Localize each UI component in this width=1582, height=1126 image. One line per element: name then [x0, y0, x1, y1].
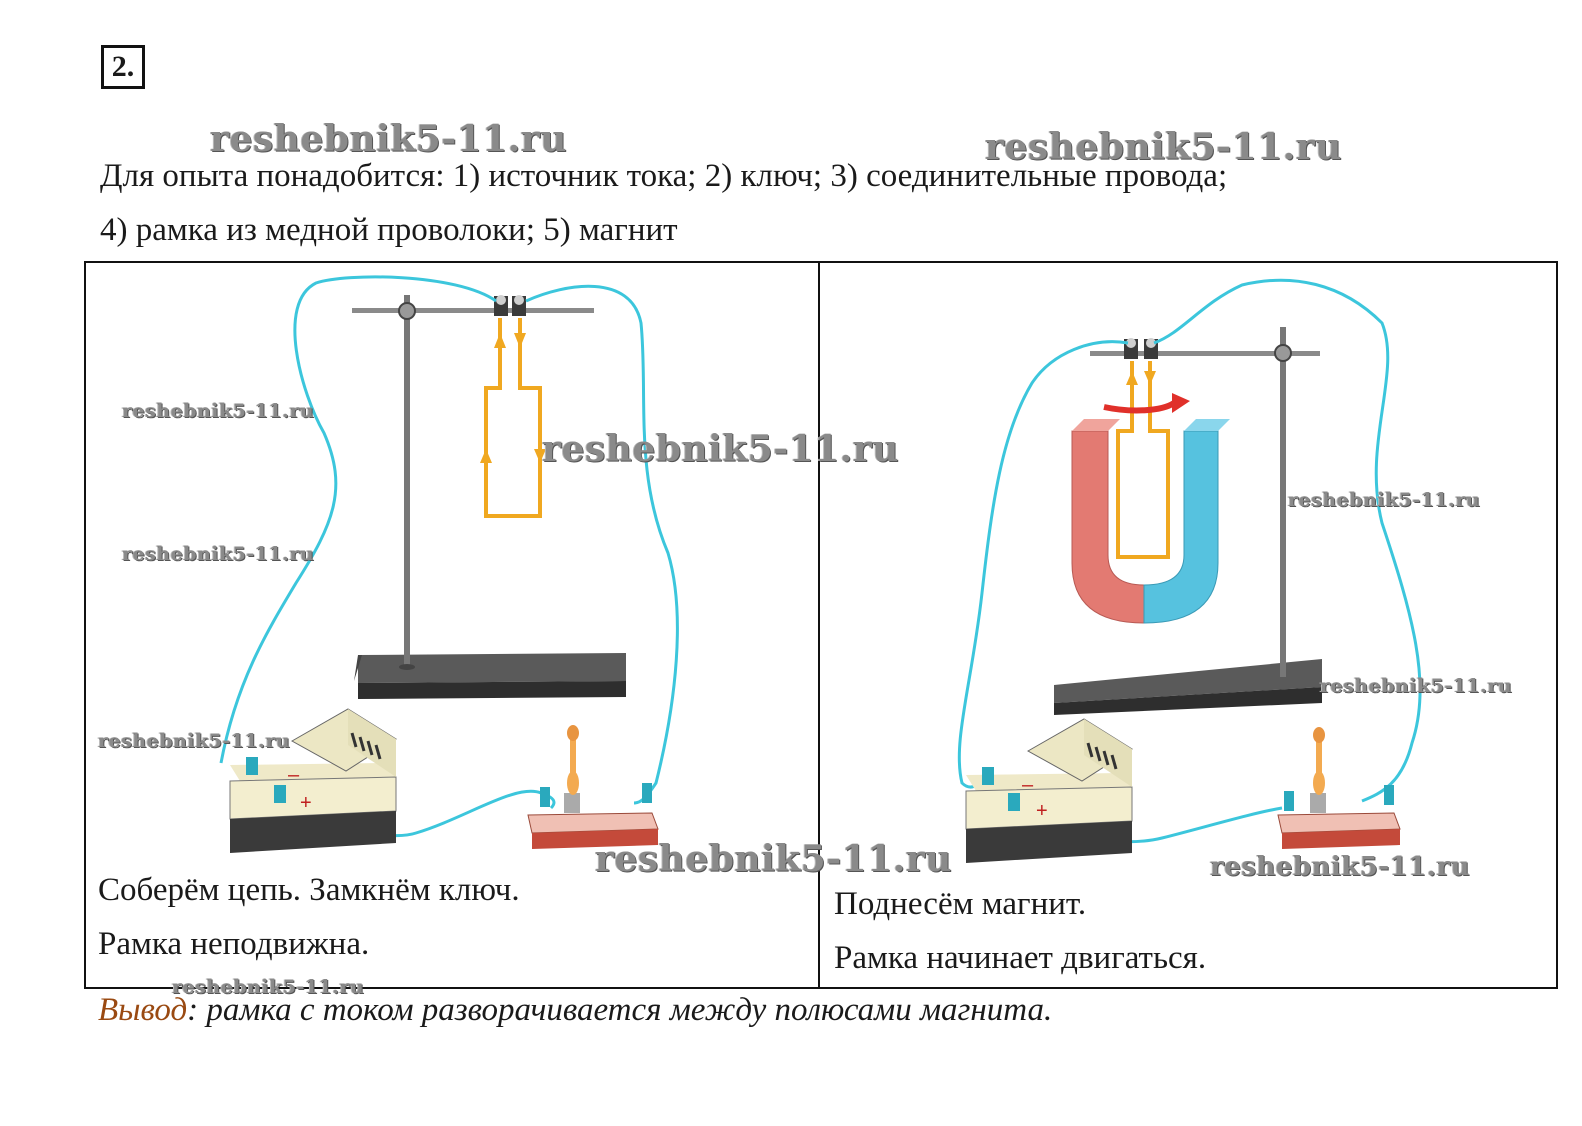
stand-crossbar	[352, 308, 594, 313]
wire-frame	[484, 318, 542, 518]
stand-crossbar	[1090, 351, 1320, 356]
table-divider	[818, 261, 820, 989]
stand-rod	[1280, 327, 1286, 677]
right-caption-1: Поднесём магнит.	[834, 886, 1087, 922]
experiment-table	[84, 261, 1558, 989]
horseshoe-magnet	[1071, 419, 1230, 624]
battery: – +	[229, 708, 397, 853]
conclusion-lead: Вывод	[98, 992, 188, 1028]
switch-key	[527, 725, 659, 849]
conclusion: Вывод: рамка с током разворачивается меж…	[98, 992, 1052, 1029]
frame-terminals	[494, 295, 526, 316]
intro-line-1: Для опыта понадобится: 1) источник тока;…	[100, 158, 1228, 194]
plus-sign: +	[300, 792, 312, 814]
left-caption-2: Рамка неподвижна.	[98, 926, 370, 962]
watermark: reshebnik5-11.ru	[1210, 852, 1471, 882]
minus-sign: –	[1022, 774, 1034, 796]
watermark: reshebnik5-11.ru	[1320, 675, 1513, 697]
stand-base	[354, 653, 626, 699]
clamp	[1274, 344, 1292, 362]
battery-terminal-plus-clip	[274, 785, 286, 803]
intro-line-2: 4) рамка из медной проволоки; 5) магнит	[100, 212, 678, 248]
circuit-diagram-right: – +	[957, 278, 1422, 863]
watermark: reshebnik5-11.ru	[1288, 489, 1481, 511]
left-caption-1: Соберём цепь. Замкнём ключ.	[98, 872, 520, 908]
clamp	[398, 302, 416, 320]
current-arrows	[1126, 371, 1156, 385]
watermark: reshebnik5-11.ru	[172, 976, 365, 998]
conclusion-text: : рамка с током разворачивается между по…	[187, 992, 1053, 1028]
right-caption-2: Рамка начинает двигаться.	[834, 940, 1207, 976]
rotation-arrow	[1103, 393, 1190, 414]
watermark: reshebnik5-11.ru	[210, 118, 567, 160]
battery: – +	[965, 718, 1133, 863]
current-arrows	[480, 333, 546, 463]
battery-terminal-minus-clip	[246, 757, 258, 775]
minus-sign: –	[288, 764, 300, 786]
watermark: reshebnik5-11.ru	[985, 126, 1342, 168]
circuit-diagram-left: – +	[219, 275, 679, 853]
switch-handle	[570, 733, 576, 785]
watermark: reshebnik5-11.ru	[595, 838, 952, 880]
watermark: reshebnik5-11.ru	[542, 428, 899, 470]
magnet-south-pole	[1143, 430, 1219, 624]
watermark: reshebnik5-11.ru	[98, 730, 291, 752]
switch-key	[1277, 727, 1401, 849]
plus-sign: +	[1036, 800, 1048, 822]
task-number: 2.	[101, 45, 145, 89]
watermark: reshebnik5-11.ru	[122, 543, 315, 565]
wire-frame	[1116, 361, 1170, 559]
stand-base	[1054, 659, 1322, 715]
stand-rod	[404, 295, 410, 667]
magnet-north-pole	[1071, 430, 1145, 624]
watermark: reshebnik5-11.ru	[122, 400, 315, 422]
